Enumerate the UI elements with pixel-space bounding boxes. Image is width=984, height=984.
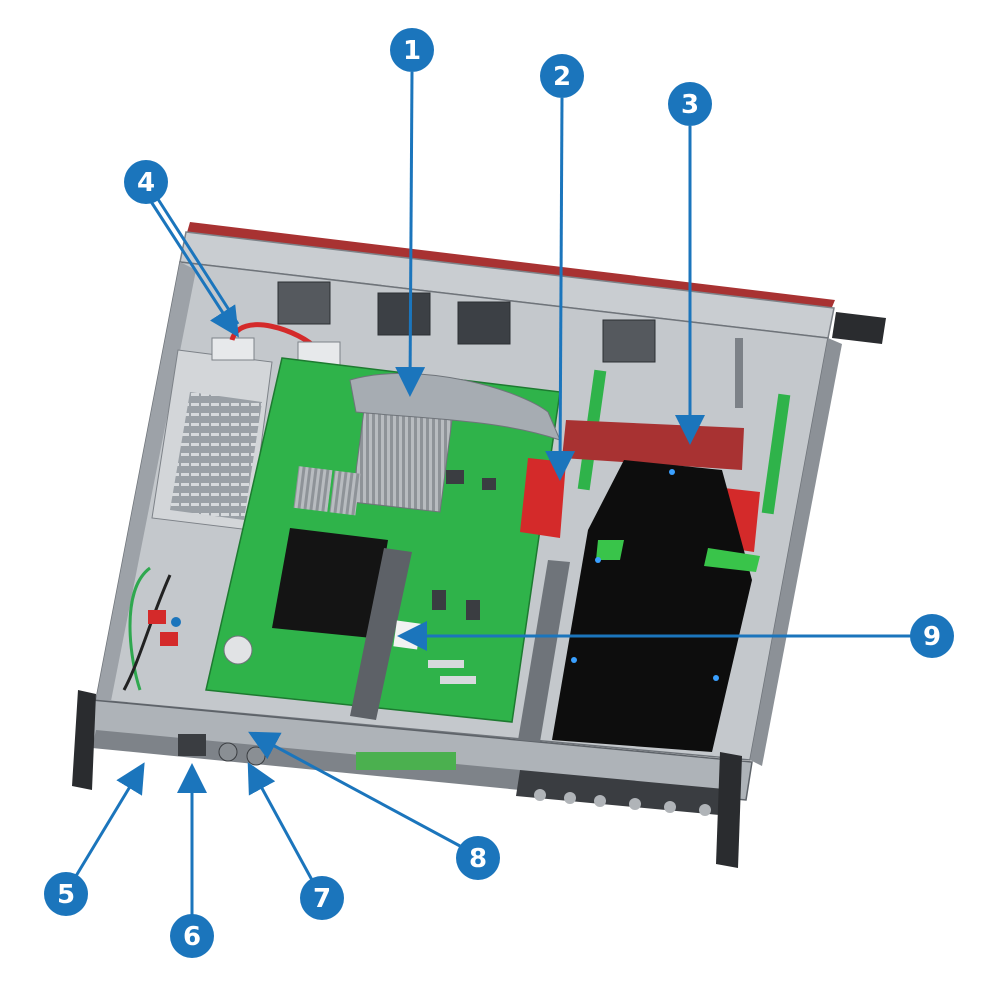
callouts: 1 2 3 4 5 6 7 8 <box>44 28 954 958</box>
inlet-wiring <box>122 566 181 691</box>
bnc-connector <box>218 742 238 762</box>
callout-label: 9 <box>923 622 941 652</box>
callout-label: 2 <box>553 62 571 92</box>
callout-7: 7 <box>300 876 344 920</box>
leader-line-4a <box>148 199 239 338</box>
memory-slot <box>350 548 412 720</box>
front-items <box>178 734 456 770</box>
front-connector <box>594 795 606 807</box>
callout-4: 4 <box>124 160 168 204</box>
bnc-connector <box>246 746 266 766</box>
board-battery <box>223 635 253 665</box>
right-side-wall <box>750 338 842 766</box>
leader-line-5 <box>74 762 145 877</box>
rack-ear-left <box>72 690 96 790</box>
rear-standoff <box>735 338 743 408</box>
main-board <box>205 357 561 723</box>
riser-card <box>761 393 791 515</box>
leader-line-1 <box>395 71 426 397</box>
front-connector <box>629 798 641 810</box>
rack-ear-top-right <box>832 312 886 344</box>
cpu-heatsink <box>351 409 453 513</box>
callout-label: 5 <box>57 880 75 910</box>
front-connector-strip <box>516 770 735 816</box>
right-assembly <box>518 369 791 752</box>
callout-label: 7 <box>313 884 331 914</box>
callout-6: 6 <box>170 914 214 958</box>
module-green-edge <box>704 548 760 572</box>
fan <box>277 281 331 325</box>
leader-line-8 <box>248 731 461 848</box>
leader-line-4b <box>154 195 240 325</box>
callout-label: 4 <box>137 168 155 198</box>
module-green-edge <box>596 540 624 560</box>
leader-line-2 <box>545 97 576 481</box>
callout-label: 1 <box>403 36 421 66</box>
callout-1: 1 <box>390 28 434 72</box>
fan <box>602 319 656 363</box>
leader-line-7 <box>247 762 314 881</box>
power-supply <box>151 322 341 531</box>
callout-label: 8 <box>469 844 487 874</box>
left-side-wall <box>96 262 196 706</box>
callout-label: 6 <box>183 922 201 952</box>
callout-8: 8 <box>456 836 500 880</box>
front-connector <box>699 804 711 816</box>
front-label <box>356 752 456 770</box>
callout-2: 2 <box>540 54 584 98</box>
black-module <box>552 460 752 752</box>
psu-connector <box>211 337 255 361</box>
board-module <box>272 528 388 638</box>
front-connector <box>534 789 546 801</box>
module-rail <box>518 560 570 742</box>
callout-9: 9 <box>910 614 954 658</box>
callout-label: 3 <box>681 90 699 120</box>
power-inlet <box>178 734 206 756</box>
leader-lines <box>74 71 912 918</box>
chip-heatsink <box>329 470 361 516</box>
fan <box>377 292 431 336</box>
front-connector <box>564 792 576 804</box>
callout-3: 3 <box>668 82 712 126</box>
chip-heatsink <box>293 466 333 512</box>
fan-row <box>277 281 743 408</box>
callout-5: 5 <box>44 872 88 916</box>
front-connector <box>664 801 676 813</box>
fan <box>457 301 511 345</box>
rack-ear-right <box>716 752 742 868</box>
